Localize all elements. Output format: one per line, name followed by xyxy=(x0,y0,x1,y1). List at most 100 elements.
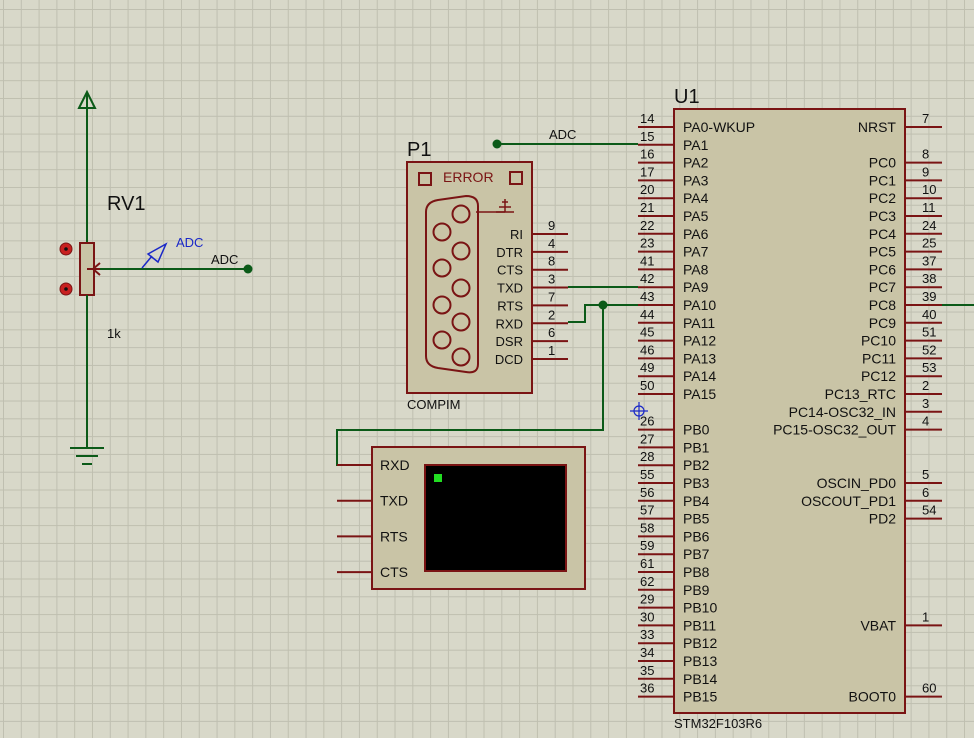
u1-pin-pc9[interactable]: PC9 40 xyxy=(869,307,942,331)
p1-pin-ri[interactable]: RI9 xyxy=(510,218,568,242)
pin-name: PB2 xyxy=(683,457,710,473)
terminal-pin-txd[interactable]: TXD xyxy=(337,493,408,509)
db9-pin-icon xyxy=(432,330,452,350)
u1-pin-pc14-osc32_in[interactable]: PC14-OSC32_IN3 xyxy=(789,396,942,420)
pin-number: 53 xyxy=(922,360,936,375)
pin-number: 45 xyxy=(640,325,654,340)
terminal-pin-rts[interactable]: RTS xyxy=(337,528,408,544)
pin-name: PC1 xyxy=(869,172,896,188)
pin-number: 7 xyxy=(548,289,555,304)
compim-p1[interactable]: P1 COMPIM ERROR RI9DTR4CTS8TXD3RTS7RXD2D… xyxy=(406,139,568,412)
pin-name: BOOT0 xyxy=(849,689,897,705)
pin-number: 21 xyxy=(640,200,654,215)
voltage-probe-icon[interactable] xyxy=(141,242,168,269)
pin-number: 14 xyxy=(640,111,654,126)
pin-name: PB0 xyxy=(683,422,710,438)
virtual-terminal[interactable]: RXD TXD RTS CTS xyxy=(337,446,586,590)
mcu-u1[interactable]: U1 STM32F103R6 PA0-WKUP14PA115PA216PA317… xyxy=(638,86,942,731)
u1-pin-pa10[interactable]: PA10 43 xyxy=(638,289,716,313)
terminal-pin-cts[interactable]: CTS xyxy=(337,564,408,580)
pin-number: 6 xyxy=(922,485,929,500)
potentiometer-rv1[interactable]: RV1 1k ADC ADC xyxy=(59,89,253,465)
cursor-indicator xyxy=(434,474,442,482)
pin-number: 40 xyxy=(922,307,936,322)
pin-number: 1 xyxy=(922,609,929,624)
pin-number: 43 xyxy=(640,289,654,304)
pin-number: 33 xyxy=(640,627,654,642)
u1-pin-pa5[interactable]: PA5 21 xyxy=(638,200,709,224)
p1-pin-rts[interactable]: RTS 7 xyxy=(497,289,568,313)
pin-number: 38 xyxy=(922,271,936,286)
pin-name: PB3 xyxy=(683,475,710,491)
u1-part-label: STM32F103R6 xyxy=(674,716,762,731)
db9-pins xyxy=(432,204,471,367)
error-label: ERROR xyxy=(443,169,494,185)
terminal-pin-rxd[interactable]: RXD xyxy=(337,457,410,473)
pin-name: PC9 xyxy=(869,315,896,331)
pin-name: RTS xyxy=(497,298,523,313)
pin-name: PA10 xyxy=(683,297,716,313)
pin-name: PB7 xyxy=(683,546,710,562)
terminal-screen[interactable] xyxy=(424,464,567,572)
pin-name: PA5 xyxy=(683,208,709,224)
pin-name: CTS xyxy=(380,564,408,580)
